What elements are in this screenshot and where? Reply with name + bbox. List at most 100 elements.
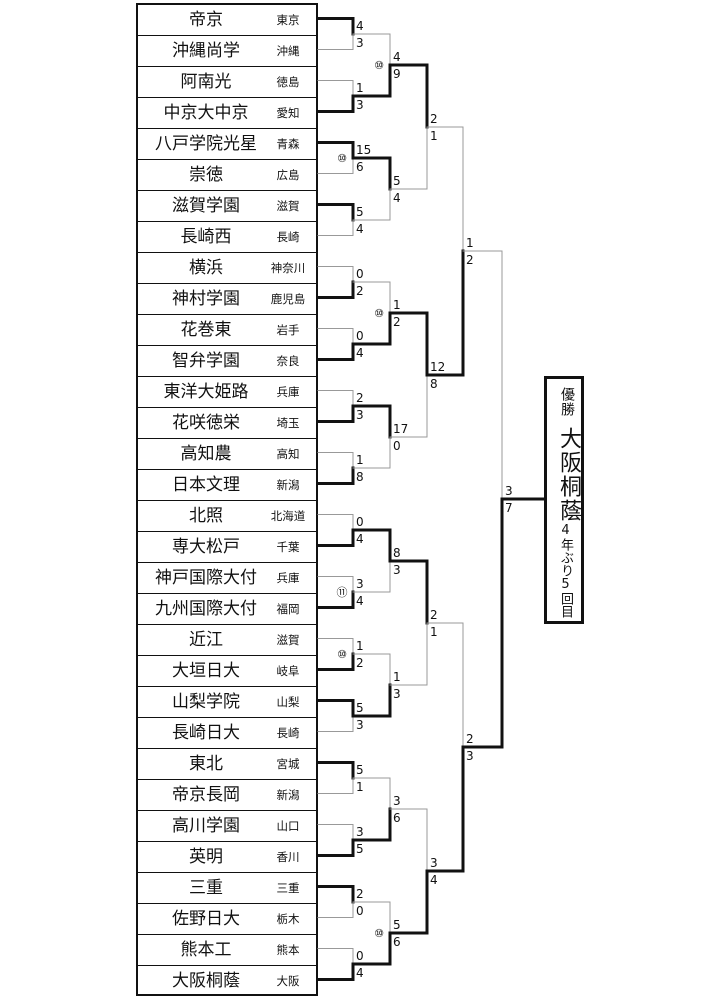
score-top: 3 xyxy=(430,856,438,870)
champion-team: 大阪桐蔭 xyxy=(556,427,581,523)
team-prefecture: 広島 xyxy=(276,168,300,182)
score-bottom: 4 xyxy=(356,346,364,360)
team-list: 帝京東京沖縄尚学沖縄阿南光徳島中京大中京愛知八戸学院光星青森崇徳広島滋賀学園滋賀… xyxy=(136,3,318,996)
score-top: 0 xyxy=(356,267,364,281)
score-top: 5 xyxy=(356,205,364,219)
score-bottom: 4 xyxy=(356,532,364,546)
team-name: 阿南光 xyxy=(180,72,232,92)
team-prefecture: 高知 xyxy=(276,447,300,461)
score-top: 0 xyxy=(356,949,364,963)
team-prefecture: 兵庫 xyxy=(276,385,300,399)
team-prefecture: 長崎 xyxy=(276,230,300,244)
team-row: 佐野日大栃木 xyxy=(138,904,316,935)
score-bottom: 4 xyxy=(393,191,401,205)
team-prefecture: 北海道 xyxy=(270,509,306,523)
score-top: 1 xyxy=(356,453,364,467)
score-top: 1 xyxy=(466,236,474,250)
team-name: 東洋大姫路 xyxy=(163,382,249,402)
score-top: 0 xyxy=(356,515,364,529)
score-bottom: 2 xyxy=(393,315,401,329)
team-row: 大垣日大岐阜 xyxy=(138,656,316,687)
team-name: 智弁学園 xyxy=(172,351,240,371)
team-name: 英明 xyxy=(189,847,223,867)
score-bottom: 8 xyxy=(356,470,364,484)
team-name: 神村学園 xyxy=(172,289,240,309)
score-top: 4 xyxy=(356,19,364,33)
champion-box: 優勝 大阪桐蔭 4年ぶり5回目 xyxy=(544,376,584,624)
score-top: 1 xyxy=(356,81,364,95)
team-name: 八戸学院光星 xyxy=(155,134,257,154)
team-name: 大阪桐蔭 xyxy=(172,971,240,991)
score-top: 1 xyxy=(393,670,401,684)
team-prefecture: 埼玉 xyxy=(276,416,300,430)
score-bottom: 3 xyxy=(393,687,401,701)
team-prefecture: 青森 xyxy=(276,137,300,151)
score-top: 17 xyxy=(393,422,408,436)
team-prefecture: 熊本 xyxy=(276,943,300,957)
team-row: 中京大中京愛知 xyxy=(138,98,316,129)
team-row: 北照 北海道 xyxy=(138,501,316,532)
team-prefecture: 新潟 xyxy=(276,478,300,492)
extra-innings-marker: ⑩ xyxy=(374,927,384,940)
team-prefecture: 鹿児島 xyxy=(270,292,306,306)
team-row: 横浜神奈川 xyxy=(138,253,316,284)
score-bottom: 3 xyxy=(466,749,474,763)
score-top: 5 xyxy=(356,763,364,777)
extra-innings-marker: ⑪ xyxy=(337,586,348,599)
team-prefecture: 岩手 xyxy=(276,323,300,337)
team-name: 沖縄尚学 xyxy=(172,41,240,61)
team-row: 山梨学院山梨 xyxy=(138,687,316,718)
team-row: 長崎西長崎 xyxy=(138,222,316,253)
team-row: 沖縄尚学沖縄 xyxy=(138,36,316,67)
score-bottom: 6 xyxy=(393,935,401,949)
team-prefecture: 滋賀 xyxy=(276,633,300,647)
score-top: 15 xyxy=(356,143,371,157)
score-top: 3 xyxy=(356,577,364,591)
score-top: 1 xyxy=(393,298,401,312)
score-bottom: 4 xyxy=(430,873,438,887)
team-prefecture: 山口 xyxy=(276,819,300,833)
team-name: 帝京長岡 xyxy=(172,785,240,805)
team-row: 滋賀学園 滋賀 xyxy=(138,191,316,222)
team-prefecture: 山梨 xyxy=(276,695,300,709)
team-row: 大阪桐蔭大阪 xyxy=(138,966,316,997)
score-bottom: 4 xyxy=(356,966,364,980)
score-bottom: 1 xyxy=(430,129,438,143)
score-bottom: 8 xyxy=(430,377,438,391)
score-top: 3 xyxy=(356,825,364,839)
extra-innings-marker: ⑩ xyxy=(374,307,384,320)
team-name: 北照 xyxy=(189,506,223,526)
team-prefecture: 岐阜 xyxy=(276,664,300,678)
team-name: 滋賀学園 xyxy=(172,196,240,216)
score-bottom: 2 xyxy=(466,253,474,267)
team-row: 高川学園山口 xyxy=(138,811,316,842)
score-top: 3 xyxy=(393,794,401,808)
score-bottom: 9 xyxy=(393,67,401,81)
score-top: 2 xyxy=(430,608,438,622)
extra-innings-marker: ⑩ xyxy=(337,152,347,165)
score-top: 2 xyxy=(356,887,364,901)
team-prefecture: 香川 xyxy=(276,850,300,864)
champion-streak: 4年ぶり5回目 xyxy=(558,523,573,618)
team-prefecture: 新潟 xyxy=(276,788,300,802)
team-name: 日本文理 xyxy=(172,475,240,495)
score-bottom: 3 xyxy=(356,408,364,422)
team-name: 専大松戸 xyxy=(172,537,240,557)
score-top: 5 xyxy=(356,701,364,715)
team-prefecture: 滋賀 xyxy=(276,199,300,213)
team-name: 高知農 xyxy=(180,444,232,464)
team-row: 智弁学園奈良 xyxy=(138,346,316,377)
team-name: 九州国際大付 xyxy=(155,599,257,619)
team-row: 阿南光 徳島 xyxy=(138,67,316,98)
team-prefecture: 千葉 xyxy=(276,540,300,554)
team-row: 専大松戸 千葉 xyxy=(138,532,316,563)
team-name: 長崎日大 xyxy=(172,723,240,743)
score-top: 1 xyxy=(356,639,364,653)
team-prefecture: 東京 xyxy=(276,13,300,27)
team-row: 花巻東岩手 xyxy=(138,315,316,346)
team-row: 熊本工熊本 xyxy=(138,935,316,966)
score-top: 5 xyxy=(393,174,401,188)
team-prefecture: 徳島 xyxy=(276,75,300,89)
team-prefecture: 兵庫 xyxy=(276,571,300,585)
